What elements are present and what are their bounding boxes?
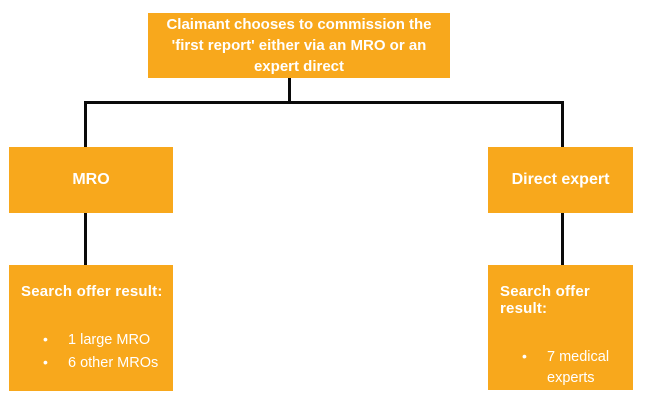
node-mro-result: Search offer result: • 1 large MRO • 6 o… (9, 265, 173, 391)
connector-mro-to-result (84, 213, 87, 265)
connector-branch-crossbar (84, 101, 564, 104)
mro-result-heading: Search offer result: (21, 283, 163, 300)
list-item: • 7 medical experts (522, 347, 623, 389)
node-direct-expert-label: Direct expert (511, 171, 610, 188)
list-item-label: 7 medical experts (547, 349, 610, 386)
direct-expert-result-heading: Search offer result: (500, 283, 590, 317)
node-mro: MRO (9, 147, 173, 213)
mro-result-list: • 1 large MRO • 6 other MROs (43, 330, 163, 374)
connector-root-stem (288, 78, 291, 104)
bullet-icon: • (43, 331, 48, 347)
node-root: Claimant chooses to commission the 'firs… (148, 13, 450, 78)
list-item: • 1 large MRO (43, 330, 163, 351)
list-item-label: 1 large MRO (68, 332, 151, 348)
direct-expert-result-list: • 7 medical experts (522, 347, 623, 389)
connector-drop-to-mro (84, 101, 87, 147)
bullet-icon: • (43, 354, 48, 370)
connector-direct-expert-to-result (561, 212, 564, 265)
node-direct-expert-result: Search offer result: • 7 medical experts (488, 265, 633, 390)
node-direct-expert: Direct expert (488, 147, 633, 213)
list-item-label: 6 other MROs (68, 355, 159, 371)
bullet-icon: • (522, 348, 527, 364)
node-root-label: Claimant chooses to commission the 'firs… (166, 16, 432, 75)
node-mro-label: MRO (72, 171, 110, 188)
list-item: • 6 other MROs (43, 353, 163, 374)
connector-drop-to-direct-expert (561, 101, 564, 147)
